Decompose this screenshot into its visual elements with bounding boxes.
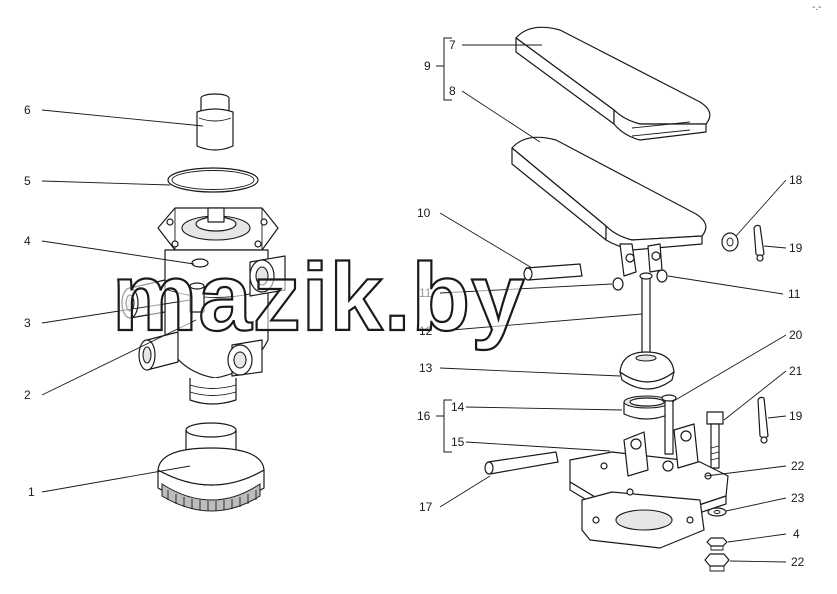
part-23-washer (707, 507, 727, 517)
callout-9: 9 (424, 59, 431, 73)
part-18-washer (721, 232, 739, 252)
callout-18: 18 (789, 173, 803, 187)
callout-19-top: 19 (789, 241, 803, 255)
callout-16: 16 (417, 409, 431, 423)
part-4-nut (706, 537, 728, 551)
part-2-valve-body (121, 207, 286, 405)
part-1-base (157, 422, 265, 512)
corner-mark: -.- (812, 2, 821, 13)
part-17-pin (484, 451, 559, 475)
callout-8: 8 (449, 84, 456, 98)
part-19-cotter-pin-top (753, 224, 765, 262)
group-brace-9 (436, 37, 452, 101)
part-13-boot (619, 351, 675, 390)
callout-22-top: 22 (791, 459, 805, 473)
callout-19-bottom: 19 (789, 409, 803, 423)
part-5-o-ring (167, 167, 259, 193)
part-7-pedal-pad (515, 26, 711, 141)
part-22-nut (704, 553, 730, 572)
callout-11-right: 11 (788, 287, 801, 301)
callout-11-left: 11 (419, 286, 432, 300)
part-11-bushings (612, 269, 668, 291)
group-brace-16 (436, 399, 452, 453)
callout-5: 5 (24, 174, 31, 188)
part-10-pin (523, 263, 583, 281)
callout-22-bottom: 22 (791, 555, 805, 569)
callout-6: 6 (24, 103, 31, 117)
callout-1: 1 (28, 485, 35, 499)
part-12-pushrod (639, 272, 653, 355)
callout-2: 2 (24, 388, 31, 402)
callout-3: 3 (24, 316, 31, 330)
callout-4-right: 4 (793, 527, 800, 541)
callout-12: 12 (419, 324, 433, 338)
part-6-sleeve (196, 93, 234, 151)
part-21-bolt (706, 411, 724, 469)
part-20-plunger (661, 394, 677, 455)
callout-15: 15 (451, 435, 465, 449)
callout-21: 21 (789, 364, 803, 378)
part-8-pedal-plate (511, 136, 707, 277)
callout-7: 7 (449, 38, 456, 52)
callout-23: 23 (791, 491, 805, 505)
callout-20: 20 (789, 328, 803, 342)
leader-lines (41, 44, 787, 563)
callout-14: 14 (451, 400, 465, 414)
callout-13: 13 (419, 361, 433, 375)
callout-labels: 6 5 4 3 2 1 7 9 8 10 11 11 12 13 14 16 1… (24, 38, 805, 569)
watermark: mazik.by (112, 244, 526, 351)
part-22-base-bracket (569, 423, 729, 549)
callout-4: 4 (24, 234, 31, 248)
part-19-cotter-pin-bottom (757, 396, 769, 444)
callout-10: 10 (417, 206, 431, 220)
callout-17: 17 (419, 500, 433, 514)
